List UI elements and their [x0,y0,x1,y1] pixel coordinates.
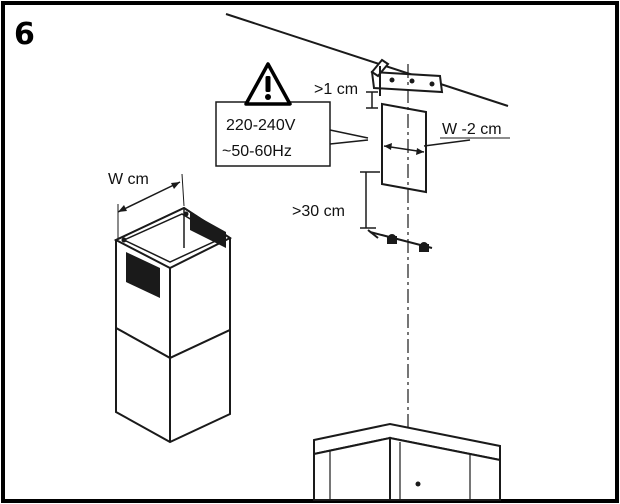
step-number: 6 [14,17,35,52]
width-minus-dimension [383,137,510,155]
frequency-label: ~50-60Hz [222,143,292,160]
mounting-plate [381,102,427,194]
clearance-top-label: >1 cm [314,81,358,98]
clearance-bottom-label: >30 cm [292,203,345,220]
clearance-top-dimension [366,91,378,109]
voltage-label: 220-240V [226,117,296,134]
wall-screws [367,229,433,252]
width-minus-label: W -2 cm [442,121,502,138]
chimney-width-dimension [117,173,185,238]
clearance-bottom-dimension [360,171,380,229]
ceiling-line [225,13,509,107]
electrical-warning-box [215,101,369,167]
chimney-section [113,206,233,444]
hood-body [313,422,501,501]
warning-triangle-icon [244,62,292,106]
chimney-width-label: W cm [108,171,149,188]
ceiling-bracket [370,58,444,96]
